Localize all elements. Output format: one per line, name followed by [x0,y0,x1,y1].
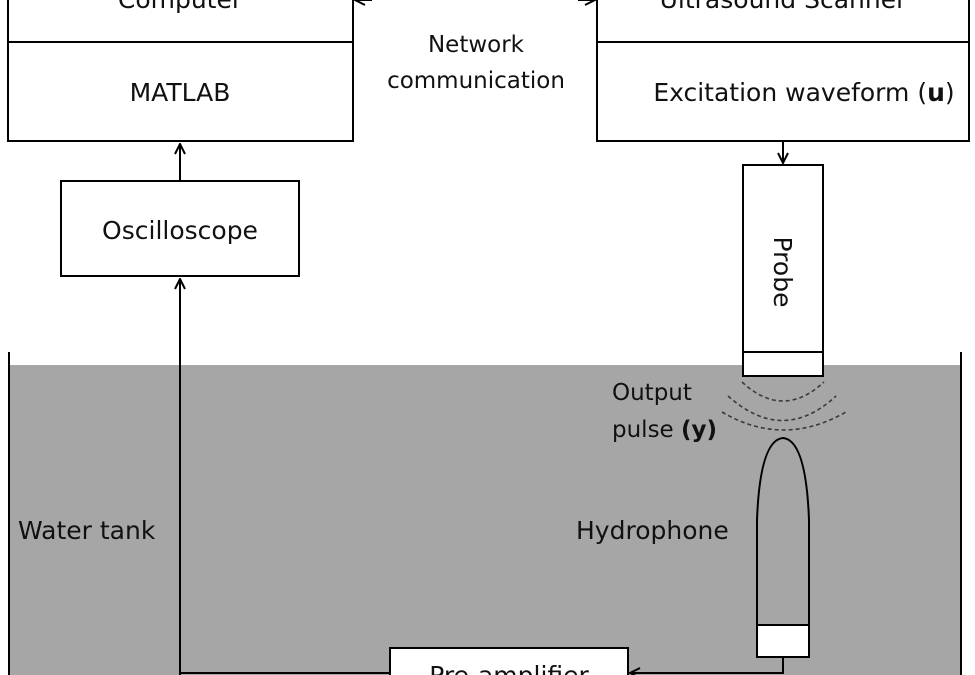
water-tank [9,365,961,675]
output-pulse-label-line2: pulse (y) [612,417,717,443]
excitation-variable: u [927,78,945,107]
oscilloscope-label: Oscilloscope [102,216,258,245]
oscilloscope-box [60,180,300,277]
computer-label: Computer [118,0,243,14]
network-label-line2: communication [387,68,565,94]
hydrophone-label: Hydrophone [576,516,729,545]
excitation-label: Excitation waveform (u) [653,78,954,107]
computer-block: Computer MATLAB [7,0,354,142]
wavefront-3 [721,411,847,431]
wavefront-2 [727,395,837,422]
probe-label: Probe [768,237,797,308]
hydrophone-base [756,624,810,658]
matlab-box [7,41,354,142]
hydrophone-body [756,436,810,625]
water-tank-label: Water tank [18,516,156,545]
preamplifier-box [389,647,629,675]
network-label-line1: Network [428,32,525,58]
output-pulse-text: pulse [612,417,681,443]
excitation-close: ) [945,78,955,107]
scanner-block: Ultrasound Scanner Excitation waveform (… [596,0,970,142]
computer-box [7,0,354,43]
output-pulse-variable: (y) [681,417,717,443]
output-pulse-label-line1: Output [612,380,692,406]
probe-face [742,351,824,377]
matlab-label: MATLAB [130,78,231,107]
excitation-text: Excitation waveform ( [653,78,927,107]
scanner-label: Ultrasound Scanner [660,0,907,14]
scanner-box [596,0,970,43]
excitation-box [596,41,970,142]
preamplifier-label: Pre-amplifier [429,661,589,675]
probe-body [742,164,824,353]
